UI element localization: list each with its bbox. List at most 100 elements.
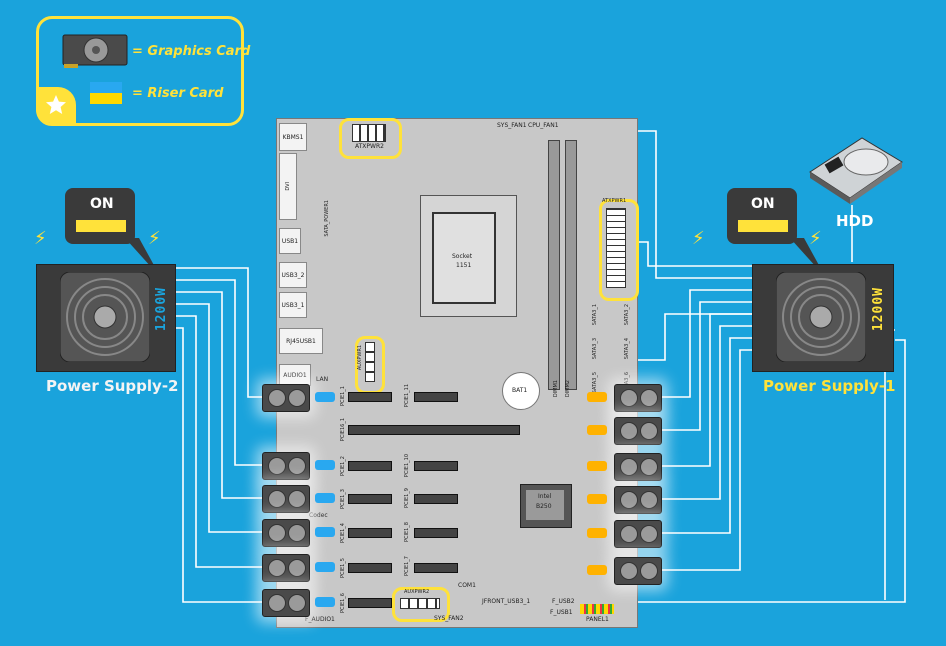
pcie-slot-1-5	[348, 563, 392, 573]
wire-right-1	[660, 289, 752, 398]
spark-icon: ⚡	[148, 228, 161, 249]
cpu-fan1-label: CPU_FAN1	[528, 122, 559, 129]
auxpwr1-pins	[365, 342, 375, 382]
chipset-die	[526, 490, 564, 520]
socket-label-line2: 1151	[456, 262, 472, 269]
gpu-fan-icon	[620, 562, 638, 580]
panel1-label: PANEL1	[586, 616, 609, 623]
gpu-fan-icon	[268, 559, 286, 577]
pcie-slot-1-3	[348, 494, 392, 504]
left-on-switch-bar	[76, 220, 126, 232]
wire-left-1	[175, 267, 262, 398]
gpu-fan-icon	[288, 457, 306, 475]
riser-card-icon	[90, 82, 122, 104]
battery-label: BAT1	[512, 387, 528, 394]
star-icon	[46, 95, 66, 114]
wire-left-5	[175, 315, 262, 568]
graphics-card	[262, 519, 310, 547]
sata-power-label: SATA_POWER1	[324, 200, 330, 237]
pcie-slot-1-1	[348, 392, 392, 402]
dimm-slot-1	[548, 140, 560, 390]
spark-icon: ⚡	[34, 228, 47, 249]
legend-graphics-label: = Graphics Card	[132, 44, 251, 59]
riser-card	[315, 460, 335, 470]
jfront-usb-label: JFRONT_USB3_1	[482, 598, 531, 605]
pcie-slot-1-4	[348, 528, 392, 538]
port-audio: AUDIO1	[279, 364, 311, 386]
pcie-label: PCIE1_8	[404, 522, 410, 543]
atxpwr2-label: ATXPWR2	[355, 143, 384, 150]
gpu-fan-icon	[268, 490, 286, 508]
sata-label: SATA3_3	[592, 338, 598, 360]
sata-label: SATA3_1	[592, 304, 598, 326]
graphics-card	[262, 589, 310, 617]
riser-card	[587, 494, 607, 504]
pcie-label: PCIE1_1	[340, 386, 346, 407]
pcie-label: PCIE1_10	[404, 454, 410, 478]
riser-card	[315, 562, 335, 572]
pcie-label: PCIE1_11	[404, 384, 410, 408]
gpu-fan-icon	[288, 559, 306, 577]
dimm-slot-2	[565, 140, 577, 390]
wire-left-3	[175, 291, 262, 499]
psu-left-fan-icon	[60, 272, 150, 362]
gpu-fan-icon	[288, 524, 306, 542]
panel1-header	[580, 604, 614, 614]
gpu-fan-icon	[640, 458, 658, 476]
port-rj45: RJ45USB1	[279, 328, 323, 354]
atxpwr1-header	[599, 199, 639, 301]
gpu-fan-icon	[268, 389, 286, 407]
atxpwr2-pins	[352, 124, 386, 142]
pcie-slot-1-9	[414, 494, 458, 504]
left-on-switch	[65, 188, 135, 244]
graphics-card	[614, 417, 662, 445]
gpu-fan-icon	[268, 594, 286, 612]
riser-card	[587, 565, 607, 575]
port-dvi: DVI	[279, 153, 297, 220]
wire-left-4	[175, 303, 262, 533]
gpu-fan-icon	[620, 525, 638, 543]
psu-right-fan-icon	[776, 272, 866, 362]
pcie-slot-1-8	[414, 528, 458, 538]
socket-label-line1: Socket	[452, 253, 473, 260]
auxpwr2-label: AUXPWR2	[404, 589, 430, 595]
spark-icon: ⚡	[692, 228, 705, 249]
wire-right-3	[660, 313, 752, 467]
gpu-fan-icon	[640, 389, 658, 407]
psu-right-name: Power Supply-1	[763, 377, 896, 395]
auxpwr2-pins	[400, 598, 440, 609]
gpu-fan-icon	[620, 389, 638, 407]
pcie-slot-16-1	[348, 425, 520, 435]
wire-right-4	[660, 325, 752, 500]
atxpwr1-label: ATXPWR1	[602, 198, 627, 204]
wire-right-5	[660, 337, 752, 534]
codec-label: Codec	[309, 512, 328, 519]
sys-fan2-label: SYS_FAN2	[434, 615, 464, 622]
port-usb1: USB1	[279, 228, 301, 254]
pcie-slot-1-11	[414, 392, 458, 402]
gpu-fan-icon	[620, 422, 638, 440]
graphics-card	[262, 452, 310, 480]
riser-card	[587, 392, 607, 402]
pcie-label: PCIE16_1	[340, 418, 346, 442]
f-usb1-label: F_USB1	[550, 609, 573, 616]
sys-fan1-label: SYS_FAN1	[497, 122, 527, 129]
pcie-label: PCIE1_9	[404, 488, 410, 509]
psu-left-name: Power Supply-2	[46, 377, 179, 395]
riser-card	[315, 392, 335, 402]
graphics-card	[614, 557, 662, 585]
hdd-icon	[809, 137, 903, 204]
atxpwr2-header	[339, 118, 402, 159]
right-on-switch-bar	[738, 220, 788, 232]
f-audio-label: F_AUDIO1	[305, 616, 335, 623]
wire-left-2	[175, 279, 262, 466]
riser-card	[315, 527, 335, 537]
sata-label: SATA3_4	[624, 338, 630, 360]
gpu-fan-icon	[640, 422, 658, 440]
wire-atxpwr1	[633, 241, 752, 267]
right-on-switch	[727, 188, 797, 244]
graphics-card-icon	[62, 34, 128, 68]
left-on-label: ON	[90, 196, 114, 212]
legend-box	[36, 16, 244, 126]
riser-card	[315, 597, 335, 607]
